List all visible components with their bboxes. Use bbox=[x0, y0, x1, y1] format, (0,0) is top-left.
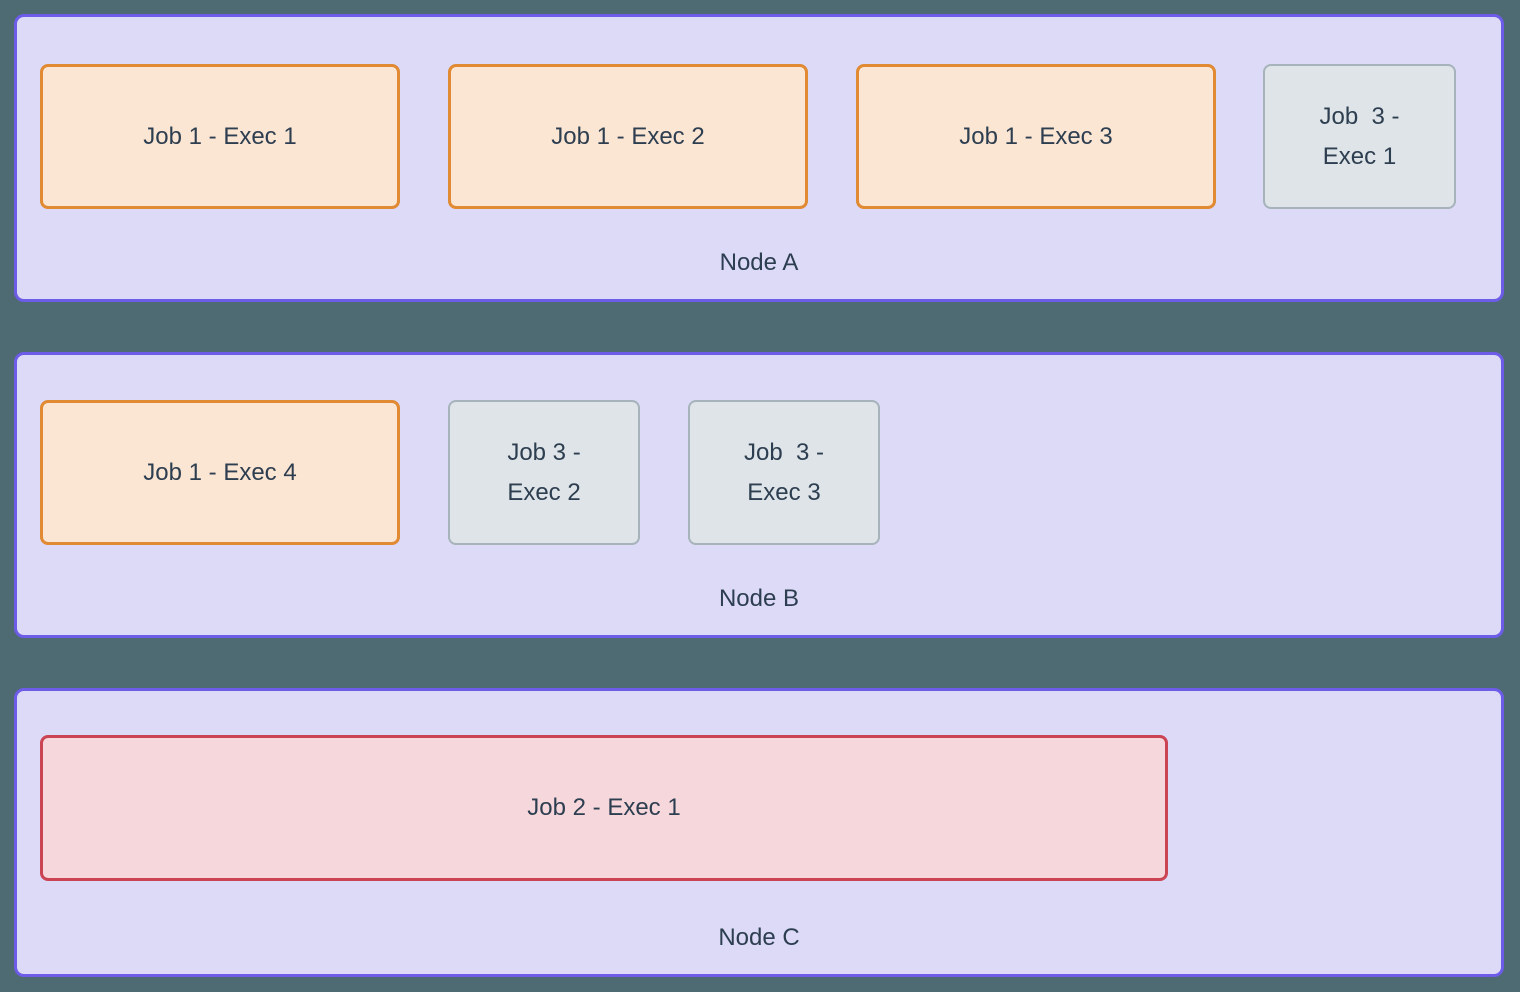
node-b-label: Node B bbox=[718, 585, 800, 612]
job-box-job3-exec1: Job 3 - Exec 1 bbox=[1263, 64, 1456, 209]
job2-exec1-label: Job 2 - Exec 1 bbox=[527, 794, 681, 821]
node-b-container: Job 1 - Exec 4 Job 3 - Exec 2 Job 3 - Ex… bbox=[14, 352, 1504, 638]
job-box-job1-exec3: Job 1 - Exec 3 bbox=[856, 64, 1216, 209]
job-box-job1-exec4: Job 1 - Exec 4 bbox=[40, 400, 400, 545]
node-a-label: Node A bbox=[719, 249, 799, 276]
job-box-job1-exec1: Job 1 - Exec 1 bbox=[40, 64, 400, 209]
job3-exec3-label: Job 3 - Exec 3 bbox=[743, 438, 825, 506]
job1-exec3-label: Job 1 - Exec 3 bbox=[959, 122, 1113, 150]
job-box-job1-exec2: Job 1 - Exec 2 bbox=[448, 64, 808, 209]
job3-exec2-label: Job 3 - Exec 2 bbox=[507, 438, 581, 506]
job-box-job2-exec1: Job 2 - Exec 1 bbox=[40, 735, 1168, 881]
job-box-job3-exec3: Job 3 - Exec 3 bbox=[688, 400, 880, 545]
job3-exec1-label: Job 3 - Exec 1 bbox=[1319, 102, 1400, 170]
job1-exec1-label: Job 1 - Exec 1 bbox=[143, 122, 297, 150]
node-a-container: Job 1 - Exec 1 Job 1 - Exec 2 Job 1 - Ex… bbox=[14, 14, 1504, 302]
node-c-container: Job 2 - Exec 1 Node C bbox=[14, 688, 1504, 977]
node-c-label: Node C bbox=[718, 924, 800, 951]
job1-exec2-label: Job 1 - Exec 2 bbox=[551, 122, 705, 150]
job1-exec4-label: Job 1 - Exec 4 bbox=[143, 458, 297, 486]
job-box-job3-exec2: Job 3 - Exec 2 bbox=[448, 400, 640, 545]
